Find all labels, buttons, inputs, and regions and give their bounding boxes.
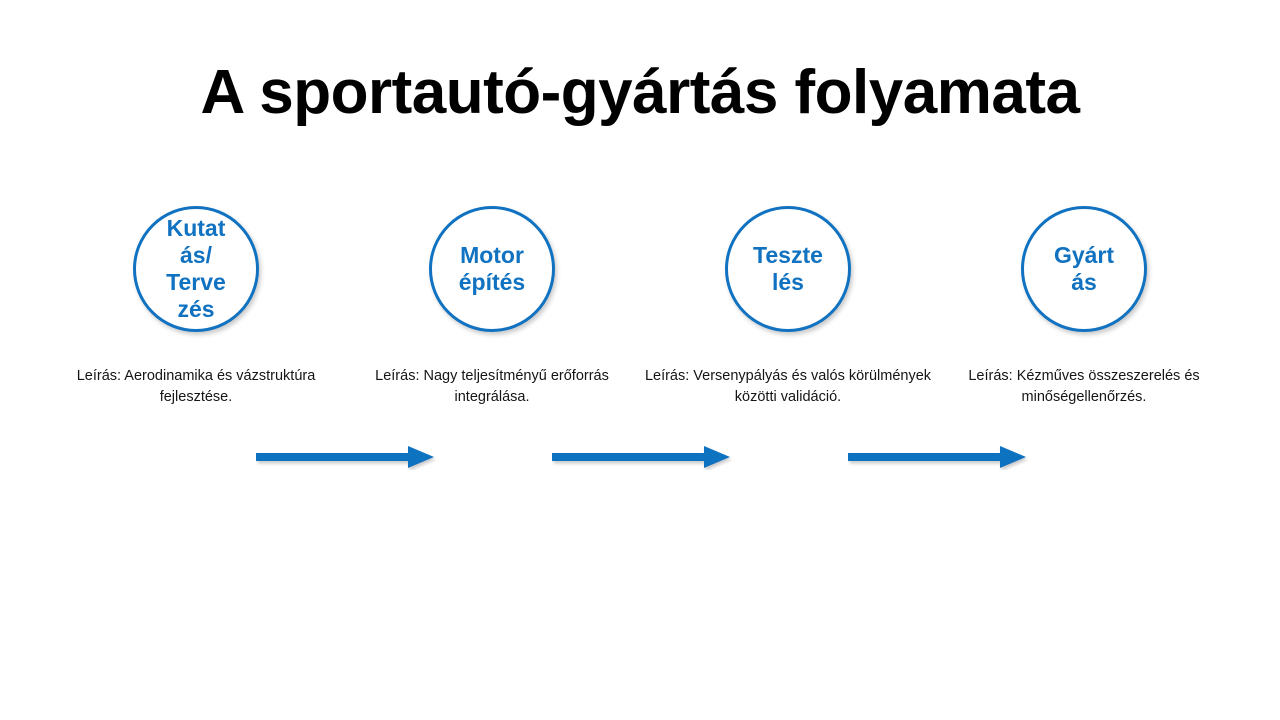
circle-shape xyxy=(429,206,555,332)
step-caption-gyartas: Leírás: Kézműves összeszerelés és minősé… xyxy=(968,368,1200,406)
page-title: A sportautó-gyártás folyamata xyxy=(200,58,1080,127)
step-caption-teszteles: Leírás: Versenypályás és valós körülmény… xyxy=(644,368,932,406)
step-caption-kutatas-tervezes: Leírás: Aerodinamika és vázstruktúra fej… xyxy=(76,368,316,406)
process-step-teszteles[interactable]: Teszte lés xyxy=(673,190,903,420)
circle-shape xyxy=(1021,206,1147,332)
arrow-right-icon-connector-1 xyxy=(256,444,436,470)
step-circle-wrapper[interactable]: Kutat ás/ Terve zés xyxy=(133,206,259,332)
step-circle-wrapper[interactable]: Motor építés xyxy=(429,206,555,332)
circle-shape xyxy=(133,206,259,332)
step-caption-motor-epites: Leírás: Nagy teljesítményű erőforrás int… xyxy=(375,368,609,406)
step-circle-wrapper[interactable]: Gyárt ás xyxy=(1021,206,1147,332)
process-step-gyartas[interactable]: Gyárt ás xyxy=(969,190,1199,420)
step-circle-wrapper[interactable]: Teszte lés xyxy=(725,206,851,332)
circle-shape xyxy=(725,206,851,332)
arrow-right-icon-connector-2 xyxy=(552,444,732,470)
arrow-right-icon-connector-3 xyxy=(848,444,1028,470)
